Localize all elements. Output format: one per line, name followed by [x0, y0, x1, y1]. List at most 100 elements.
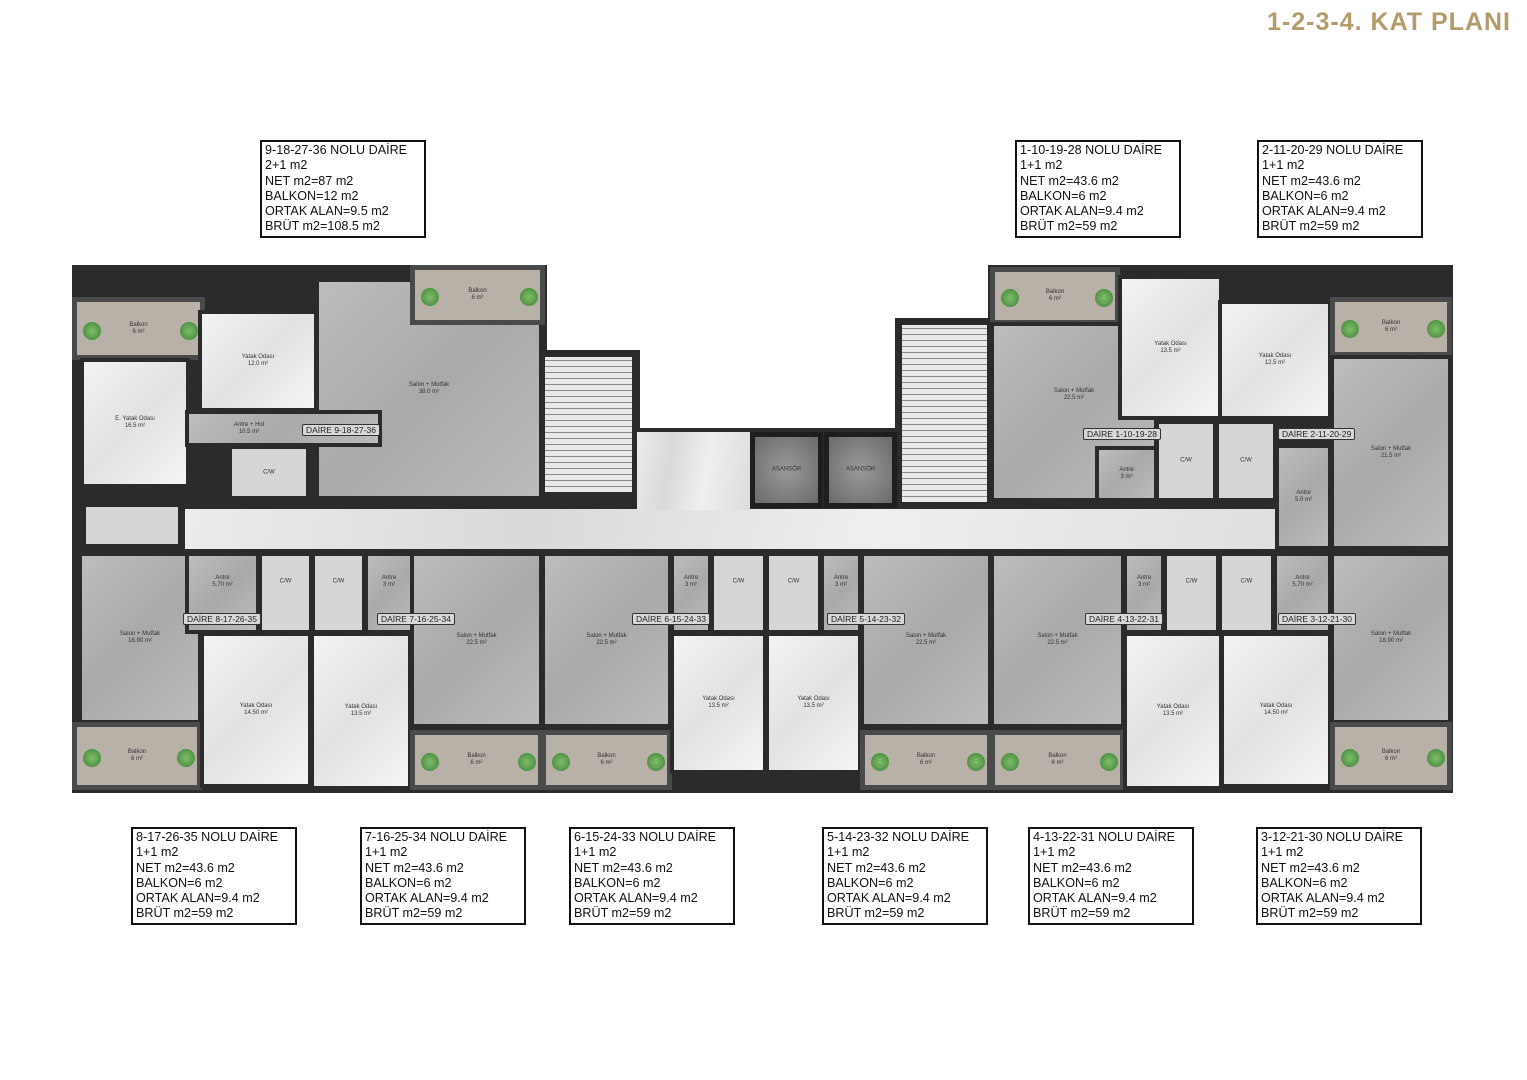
room-name: Antre	[1296, 490, 1311, 496]
room-area: 12.5 m²	[1264, 360, 1286, 366]
room-name: C/W	[787, 578, 800, 585]
info-brut: BRÜT m2=59 m2	[1020, 219, 1118, 234]
room-name: Balkon	[127, 749, 147, 755]
info-type: 1+1 m2	[136, 845, 179, 860]
staircase-right	[897, 320, 992, 507]
room-label: C/W	[232, 469, 306, 476]
plant-icon	[1427, 320, 1445, 338]
room-name: Salon + Mutfak	[905, 633, 947, 639]
plant-icon	[1341, 320, 1359, 338]
bathroom: C/W	[1215, 420, 1277, 502]
info-type: 1+1 m2	[574, 845, 617, 860]
bathroom: C/W	[1163, 552, 1220, 634]
room-name: Salon + Mutfak	[1370, 445, 1412, 452]
info-type: 1+1 m2	[1033, 845, 1076, 860]
info-brut: BRÜT m2=59 m2	[827, 906, 925, 921]
room-area: 5.70 m²	[212, 581, 233, 588]
plant-icon	[552, 753, 570, 771]
plant-icon	[177, 749, 195, 767]
info-brut: BRÜT m2=108.5 m2	[265, 219, 380, 234]
info-type: 1+1 m2	[1261, 845, 1304, 860]
room-label: ASANSÖR	[829, 467, 892, 474]
plant-icon	[871, 753, 889, 771]
room-name: C/W	[732, 578, 745, 585]
bathroom: C/W	[258, 552, 313, 634]
room-area: 18.90 m²	[1379, 638, 1403, 644]
plant-icon	[520, 288, 538, 306]
info-balkon: BALKON=6 m2	[365, 875, 452, 890]
room-name: Balkon	[597, 753, 616, 759]
room-area: 13.5 m²	[1162, 711, 1184, 717]
room-area: 13.5 m²	[708, 703, 729, 709]
room-name: Antre + Hol	[233, 421, 265, 428]
plant-icon	[1001, 753, 1019, 771]
info-brut: BRÜT m2=59 m2	[365, 906, 463, 921]
info-title: 3-12-21-30 NOLU DAİRE	[1261, 830, 1404, 844]
plant-icon	[1095, 289, 1113, 307]
info-balkon: BALKON=6 m2	[827, 875, 914, 890]
room-name: Balkon	[468, 288, 487, 294]
info-ortak: ORTAK ALAN=9.4 m2	[1262, 204, 1386, 219]
room-label: C/W	[769, 578, 818, 585]
room-area: 22.5 m²	[915, 640, 937, 646]
info-net: NET m2=43.6 m2	[574, 860, 673, 875]
room-area: 3 m²	[685, 581, 697, 588]
room-name: Yatak Odası	[797, 696, 830, 702]
room-name: E. Yatak Odası	[115, 416, 155, 422]
room-area: 22.5 m²	[1047, 640, 1068, 646]
room-name: Balkon	[1381, 320, 1401, 326]
bathroom: C/W	[710, 552, 767, 634]
info-ortak: ORTAK ALAN=9.4 m2	[365, 891, 489, 906]
bathroom: C/W	[1155, 420, 1217, 502]
info-balkon: BALKON=6 m2	[1033, 875, 1120, 890]
info-balkon: BALKON=6 m2	[574, 875, 661, 890]
info-net: NET m2=43.6 m2	[1033, 860, 1132, 875]
room-area: 14.50 m²	[244, 710, 268, 716]
room-name: Balkon	[129, 321, 148, 328]
room-label: C/W	[1219, 458, 1273, 465]
room-name: C/W	[1240, 457, 1252, 464]
info-type: 1+1 m2	[365, 845, 408, 860]
room-area: 13.5 m²	[1160, 347, 1181, 354]
info-net: NET m2=43.6 m2	[136, 860, 235, 875]
room-name: Salon + Mutfak	[1370, 631, 1412, 637]
room-name: Antre	[1136, 574, 1152, 581]
room-area: 13.5 m²	[350, 711, 372, 717]
unit-tag: DAİRE 1-10-19-28	[1083, 428, 1161, 440]
plant-icon	[1001, 289, 1019, 307]
plant-icon	[421, 288, 439, 306]
room-name: Salon + Mutfak	[119, 631, 161, 637]
room-area: 22.5 m²	[596, 640, 617, 646]
room-name: Yatak Odası	[344, 704, 378, 710]
room-name: Balkon	[916, 753, 936, 759]
